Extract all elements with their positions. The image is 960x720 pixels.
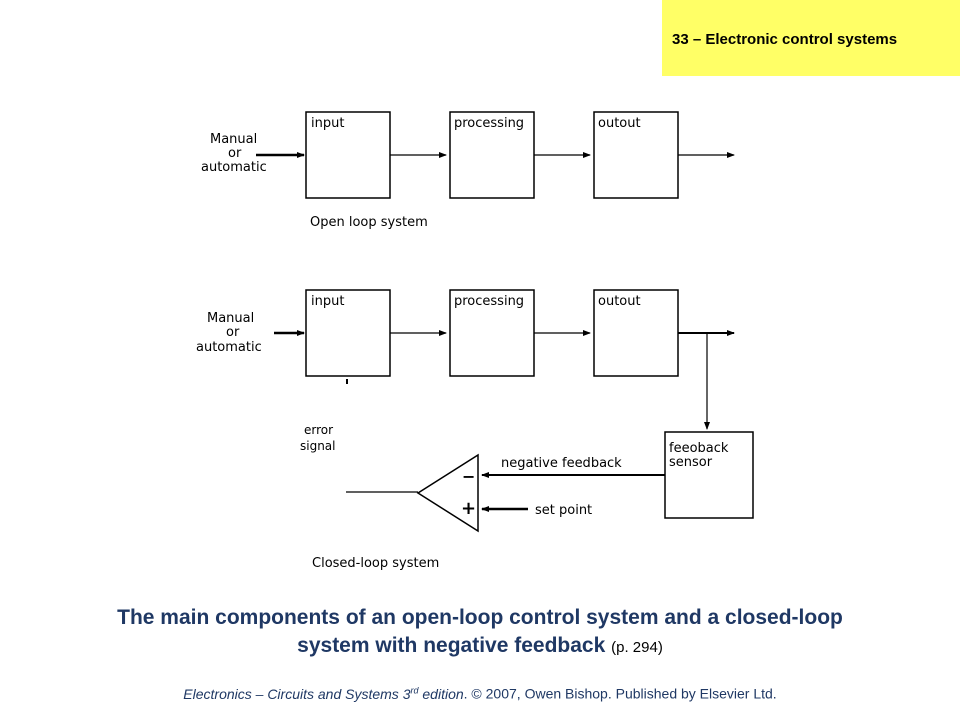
open-source-label-3: automatic [201, 160, 267, 175]
closed-input-block [305, 289, 391, 377]
chapter-title-tab: 33 – Electronic control systems [662, 0, 960, 76]
open-input-block [305, 111, 391, 199]
open-processing-block [449, 111, 535, 199]
closed-output-label: outout [598, 294, 641, 309]
comparator-minus-sign: − [462, 467, 475, 486]
feedback-sensor-block [664, 431, 754, 519]
closed-source-label-3: automatic [196, 340, 262, 355]
closed-source-label-1: Manual [207, 311, 254, 326]
footer-citation: Electronics – Circuits and Systems 3rd e… [0, 685, 960, 702]
closed-loop-diagram: Manual or automatic input processing out… [196, 289, 754, 571]
open-processing-label: processing [454, 116, 524, 131]
closed-processing-block [449, 289, 535, 377]
open-loop-caption: Open loop system [310, 215, 428, 230]
error-label-2: signal [300, 439, 336, 453]
control-system-diagram: Manual or automatic input processing out… [196, 111, 754, 571]
caption-line-1: The main components of an open-loop cont… [117, 606, 843, 629]
footer-edition-sup: rd [410, 685, 419, 695]
open-output-block [593, 111, 679, 199]
closed-loop-caption: Closed-loop system [312, 556, 439, 571]
open-source-label-1: Manual [210, 132, 257, 147]
footer-book-title: Electronics – Circuits and Systems 3rd e… [183, 685, 464, 702]
open-output-label: outout [598, 116, 641, 131]
set-point-label: set point [535, 503, 592, 518]
open-source-label-2: or [228, 146, 242, 161]
closed-source-label-2: or [226, 325, 240, 340]
error-label-1: error [304, 423, 333, 437]
sensor-label-2: sensor [669, 455, 713, 470]
negative-feedback-label: negative feedback [501, 456, 622, 471]
comparator-plus-sign: + [461, 498, 476, 519]
closed-output-block [593, 289, 679, 377]
open-loop-diagram: Manual or automatic input processing out… [201, 111, 735, 230]
caption-line-2: system with negative feedback (p. 294) [0, 632, 960, 662]
open-input-label: input [311, 116, 344, 131]
comparator-amplifier [416, 453, 479, 533]
closed-input-label: input [311, 294, 344, 309]
chapter-title: 33 – Electronic control systems [672, 31, 898, 48]
caption-line-2-text: system with negative feedback [297, 634, 606, 657]
caption-page-ref: (p. 294) [611, 639, 663, 656]
footer-rest: . © 2007, Owen Bishop. Published by Else… [463, 685, 777, 702]
sensor-label-1: feeoback [669, 441, 729, 456]
closed-processing-label: processing [454, 294, 524, 309]
slide-caption: The main components of an open-loop cont… [0, 604, 960, 662]
